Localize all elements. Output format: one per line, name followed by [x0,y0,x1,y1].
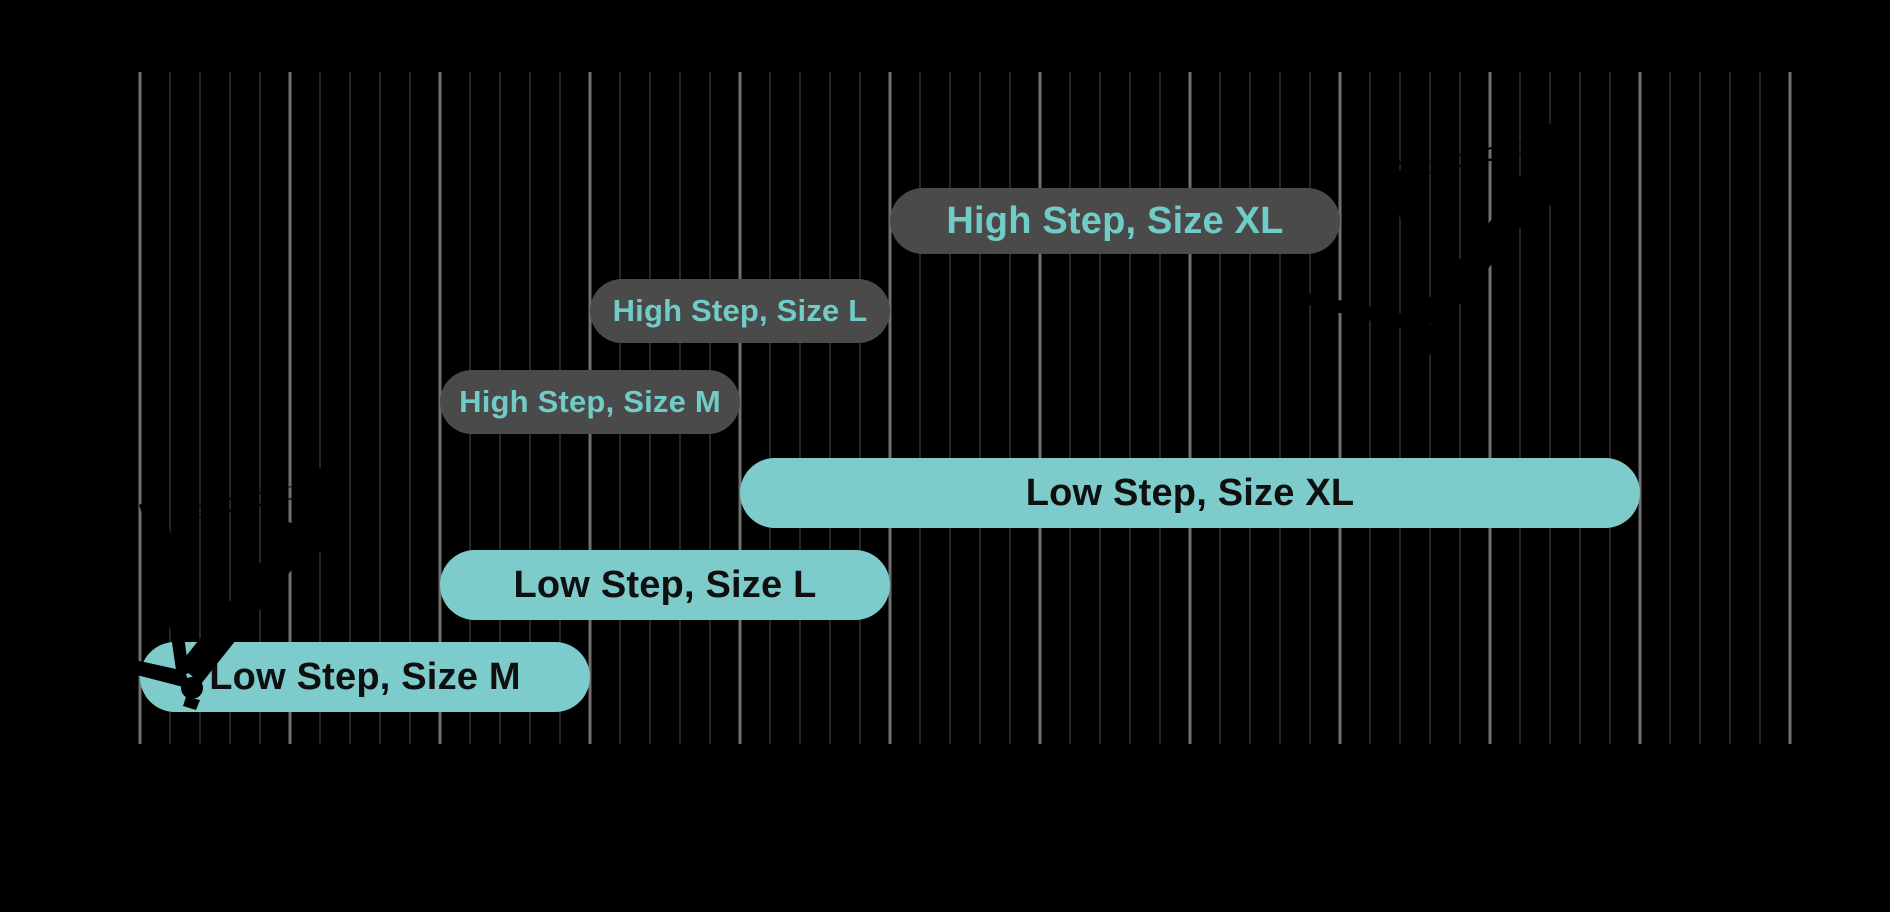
minor-gridline [1369,72,1371,744]
minor-gridline [859,72,861,744]
minor-gridline [1519,72,1521,744]
minor-gridline [1609,72,1611,744]
minor-gridline [1249,72,1251,744]
range-pill-low-step-size-xl: Low Step, Size XL [740,458,1640,528]
major-gridline [1788,72,1792,744]
minor-gridline [1309,72,1311,744]
minor-gridline [1759,72,1761,744]
range-pill-label: Low Step, Size XL [1025,471,1355,514]
minor-gridline [799,72,801,744]
minor-gridline [409,72,411,744]
minor-gridline [769,72,771,744]
minor-gridline [1549,72,1551,744]
minor-gridline [1009,72,1011,744]
range-pill-label: Low Step, Size M [209,655,521,698]
minor-gridline [1729,72,1731,744]
minor-gridline [1699,72,1701,744]
minor-gridline [949,72,951,744]
minor-gridline [1099,72,1101,744]
minor-gridline [199,72,201,744]
minor-gridline [349,72,351,744]
range-pill-low-step-size-l: Low Step, Size L [440,550,890,620]
minor-gridline [1279,72,1281,744]
major-gridline [288,72,292,744]
minor-gridline [1459,72,1461,744]
range-pill-label: Low Step, Size L [513,563,817,606]
minor-gridline [1129,72,1131,744]
minor-gridline [1069,72,1071,744]
minor-gridline [1159,72,1161,744]
minor-gridline [979,72,981,744]
minor-gridline [259,72,261,744]
major-gridline [1488,72,1492,744]
range-pill-label: High Step, Size L [612,293,868,328]
range-pill-label: High Step, Size XL [946,199,1284,242]
minor-gridline [1579,72,1581,744]
major-gridline [1638,72,1642,744]
major-gridline [1038,72,1042,744]
minor-gridline [1669,72,1671,744]
minor-gridline [1399,72,1401,744]
minor-gridline [1429,72,1431,744]
high-step-frame-illustration [1282,116,1574,356]
major-gridline [138,72,142,744]
minor-gridline [169,72,171,744]
range-pill-high-step-size-xl: High Step, Size XL [890,188,1340,254]
range-pill-high-step-size-l: High Step, Size L [590,279,890,343]
minor-gridline [919,72,921,744]
major-gridline [1188,72,1192,744]
minor-gridline [229,72,231,744]
range-pill-label: High Step, Size M [459,384,721,419]
major-gridline [1338,72,1342,744]
major-gridline [738,72,742,744]
minor-gridline [1219,72,1221,744]
major-gridline [888,72,892,744]
minor-gridline [319,72,321,744]
low-step-frame-illustration [40,458,340,712]
minor-gridline [829,72,831,744]
range-pill-high-step-size-m: High Step, Size M [440,370,740,434]
minor-gridline [379,72,381,744]
